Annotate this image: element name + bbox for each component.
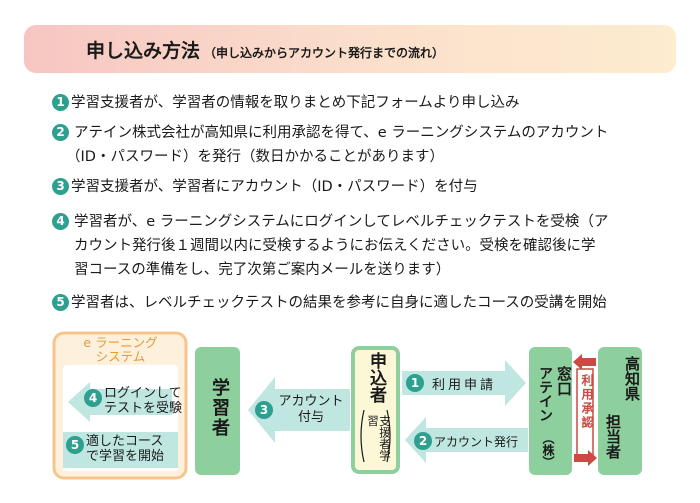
- step-number: 3: [52, 178, 69, 195]
- attain-line1: 窓口: [555, 366, 573, 396]
- step-text: 学習者が、e ラーニングシステムにログインしてレベルチェックテストを受検（ア: [74, 214, 609, 230]
- prefecture-line1: 高知県: [623, 356, 641, 401]
- attain-line3: （株）: [541, 432, 555, 468]
- account-grant-arrow: [248, 377, 350, 443]
- attain-line2: アテイン: [537, 366, 553, 422]
- login-label: ログインして テストを受験: [104, 386, 182, 416]
- page-title: 申し込み方法（申し込みからアカウント発行までの流れ）: [86, 36, 444, 63]
- login-line2: テストを受験: [104, 401, 183, 416]
- attain-box: [529, 347, 572, 475]
- step-number: 4: [52, 213, 69, 230]
- header-banner: 申し込み方法（申し込みからアカウント発行までの流れ）: [24, 25, 676, 73]
- account-grant-line1: アカウント: [278, 394, 344, 409]
- prefecture-line2: 担当者: [604, 414, 622, 459]
- account-issue-label: アカウント発行: [434, 435, 519, 449]
- elearning-title: e ラーニング システム: [68, 336, 173, 364]
- step-number: 1: [52, 94, 69, 111]
- applicant-label: 申込者: [366, 352, 386, 403]
- course-label: 適したコース で学習を開始: [86, 434, 164, 464]
- step-text: （ID・パスワード）を発行（数日かかることがあります）: [66, 149, 444, 165]
- bracket-left: [360, 409, 365, 463]
- account-grant-label: アカウント 付与: [276, 394, 346, 426]
- prefecture-box: [598, 347, 642, 475]
- account-issue-arrow: [405, 417, 528, 463]
- course-line1: 適したコース: [86, 434, 164, 449]
- step-text: カウント発行後１週間以内に受検するようにお伝えください。受検を確認後に学: [74, 238, 596, 254]
- step-text: 習コースの準備をし、完了次第ご案内メールを送ります）: [74, 262, 451, 278]
- login-number: 4: [84, 389, 102, 407]
- attain-kabu: 株: [541, 444, 555, 456]
- usage-apply-number: 1: [406, 374, 424, 392]
- approval-arrow-left: [574, 450, 597, 466]
- usage-apply-arrow: [402, 360, 526, 406]
- step-text: アテイン株式会社が高知県に利用承認を得て、e ラーニングシステムのアカウント: [74, 125, 609, 141]
- learner-label: 学習者: [209, 378, 230, 438]
- approval-label: 利用承認: [580, 374, 594, 430]
- step-number: 2: [52, 124, 69, 141]
- title-text: 申し込み方法: [86, 40, 201, 62]
- account-grant-line2: 付与: [297, 410, 324, 425]
- login-line1: ログインして: [104, 386, 182, 401]
- account-grant-number: 3: [255, 401, 273, 419]
- step-text: 学習支援者が、学習者にアカウント（ID・パスワード）を付与: [71, 179, 478, 195]
- course-number: 5: [66, 436, 84, 454]
- step-number: 5: [52, 294, 69, 311]
- course-line2: で学習を開始: [86, 449, 165, 464]
- approval-arrow-right: [573, 354, 596, 370]
- account-issue-number: 2: [414, 432, 432, 450]
- applicant-box: [351, 346, 400, 474]
- elearning-title-line2: システム: [95, 349, 146, 364]
- elearning-title-line1: e ラーニング: [83, 335, 158, 350]
- title-subtitle: （申し込みからアカウント発行までの流れ）: [204, 46, 445, 60]
- bracket-right: [386, 409, 391, 463]
- usage-apply-label: 利用申請: [432, 378, 497, 393]
- learner-box: [195, 347, 240, 475]
- applicant-sub: 支援者学習: [366, 415, 392, 461]
- step-text: 学習支援者が、学習者の情報を取りまとめ下記フォームより申し込み: [71, 95, 520, 111]
- step-text: 学習者は、レベルチェックテストの結果を参考に自身に適したコースの受講を開始: [71, 295, 607, 311]
